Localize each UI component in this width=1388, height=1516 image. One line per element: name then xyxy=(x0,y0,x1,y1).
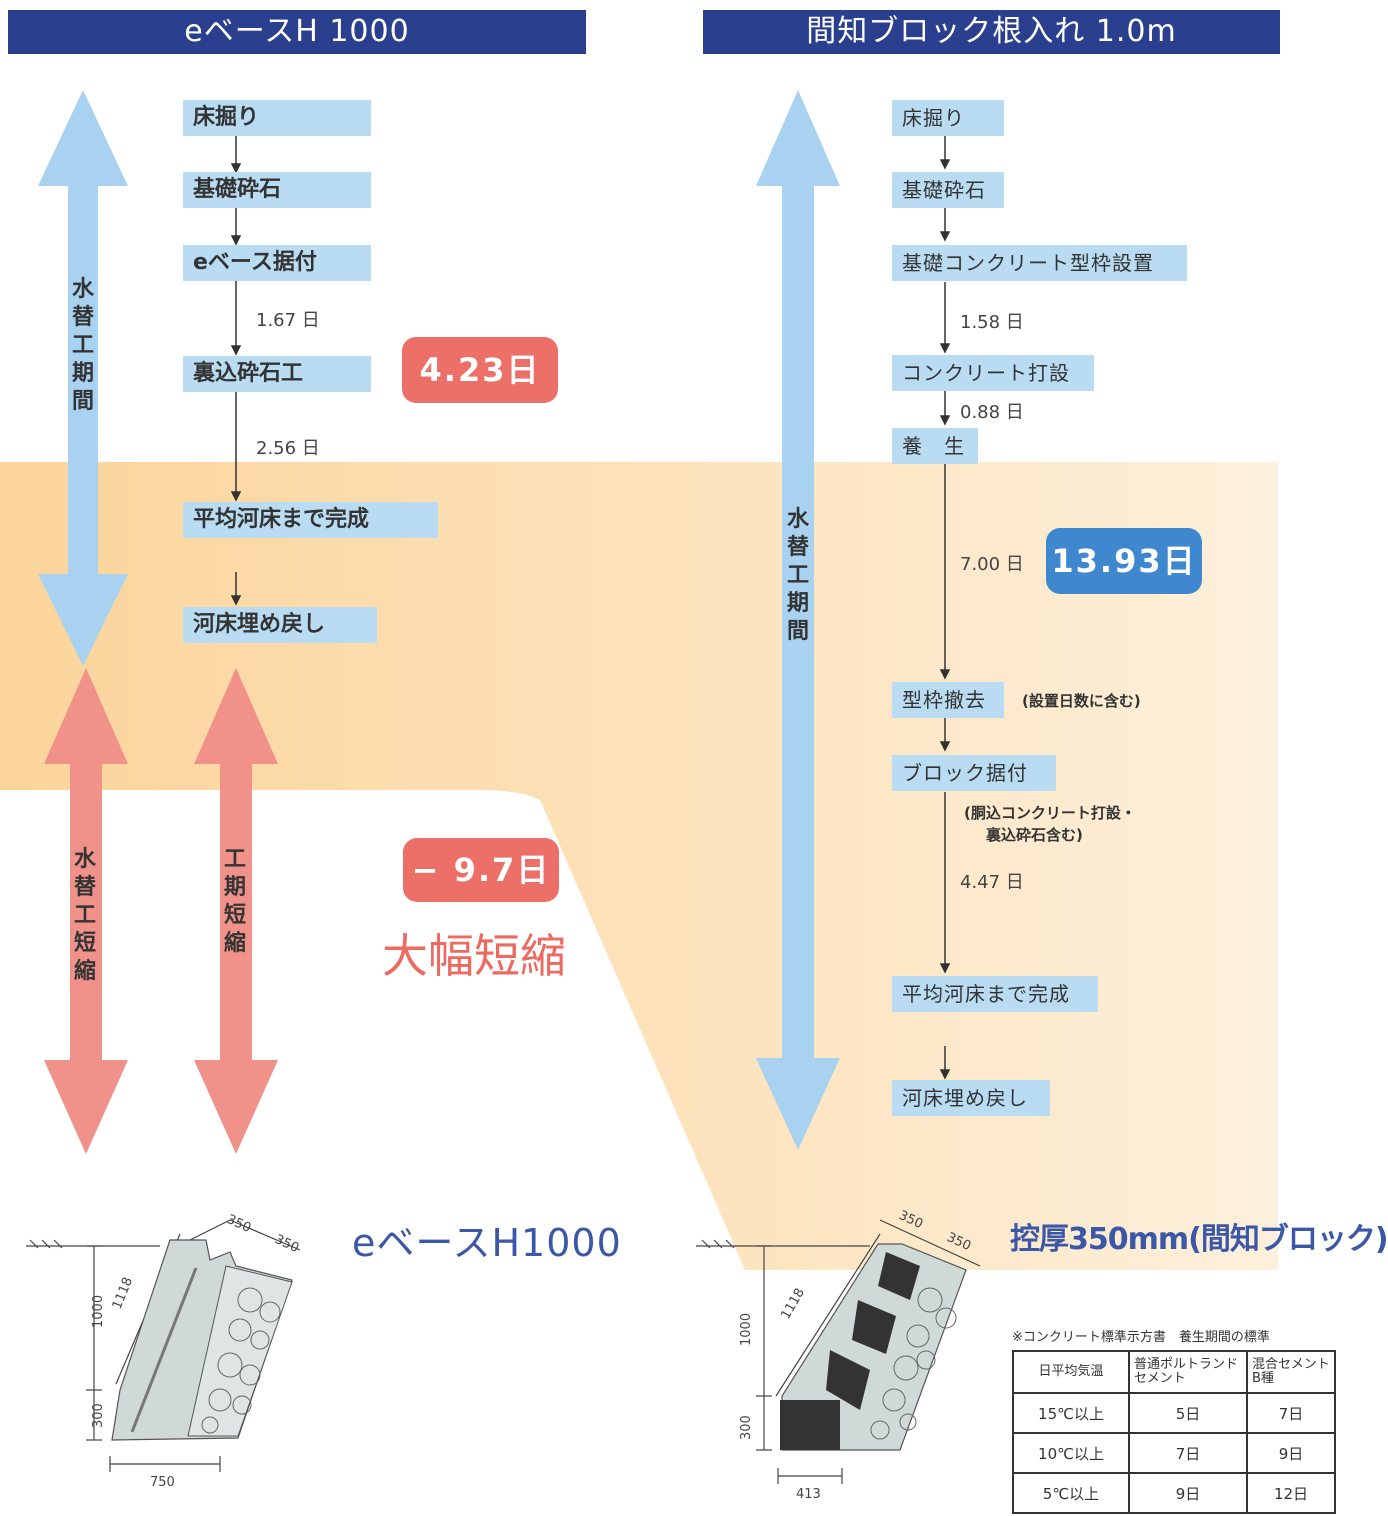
right-step-8: 平均河床まで完成 xyxy=(892,976,1098,1012)
right-product-label: 控厚350mm(間知ブロック) xyxy=(1010,1222,1388,1257)
table-row: 5℃以上 9日 12日 xyxy=(1012,1472,1336,1514)
left-period-arrow xyxy=(38,90,128,666)
table-cell: 9日 xyxy=(1246,1432,1336,1474)
left-banner: eベースH 1000 xyxy=(8,10,586,54)
left-dim-350b: 350 xyxy=(272,1232,301,1256)
left-schedule-shorten-label: 工期短縮 xyxy=(223,847,246,956)
left-schedule-shorten-arrow xyxy=(194,668,278,1154)
table-cell: 10℃以上 xyxy=(1012,1432,1130,1474)
left-step-3: eベース据付 xyxy=(183,245,371,281)
right-step-9: 河床埋め戻し xyxy=(892,1080,1050,1116)
left-section-drawing: 1000 300 750 1118 350 350 xyxy=(26,1212,301,1490)
table-cell: 5℃以上 xyxy=(1012,1472,1130,1514)
reduction-text: 大幅短縮 xyxy=(382,929,566,983)
right-duration-4: 4.47 日 xyxy=(960,872,1024,893)
left-period-label: 水替工期間 xyxy=(71,277,94,414)
table-header-cell: 日平均気温 xyxy=(1012,1350,1130,1394)
table-header-cell: 混合セメント B種 xyxy=(1246,1350,1336,1394)
table-cell: 7日 xyxy=(1246,1392,1336,1434)
left-step-2: 基礎砕石 xyxy=(183,172,371,208)
left-flow-connectors xyxy=(230,136,242,606)
right-form-note: (設置日数に含む) xyxy=(1022,692,1141,710)
table-cell: 5日 xyxy=(1128,1392,1248,1434)
left-dim-350a: 350 xyxy=(224,1212,253,1236)
left-duration-2: 2.56 日 xyxy=(256,438,320,459)
right-step-6: 型枠撤去 xyxy=(892,682,1004,718)
table-row: 15℃以上 5日 7日 xyxy=(1012,1392,1336,1434)
right-block-note-1: (胴込コンクリート打設・ xyxy=(964,804,1136,822)
right-step-4: コンクリート打設 xyxy=(892,355,1094,391)
right-section-drawing: 1000 300 413 1118 350 350 xyxy=(696,1208,981,1502)
curing-table: 日平均気温 普通ポルトランド セメント 混合セメント B種 15℃以上 5日 7… xyxy=(1012,1350,1336,1514)
right-step-2: 基礎砕石 xyxy=(892,172,1004,208)
right-banner: 間知ブロック根入れ 1.0m xyxy=(703,10,1280,54)
right-step-5: 養 生 xyxy=(892,428,978,464)
table-cell: 9日 xyxy=(1128,1472,1248,1514)
right-period-arrow xyxy=(756,90,840,1150)
right-dim-350a: 350 xyxy=(896,1208,925,1232)
table-row: 10℃以上 7日 9日 xyxy=(1012,1432,1336,1474)
table-header-cell: 普通ポルトランド セメント xyxy=(1128,1350,1248,1394)
right-duration-2: 0.88 日 xyxy=(960,402,1024,423)
right-step-7: ブロック据付 xyxy=(892,755,1056,791)
left-dim-1118: 1118 xyxy=(110,1275,136,1311)
left-total-badge: 4.23日 xyxy=(402,337,558,403)
left-water-shorten-arrow xyxy=(44,668,128,1154)
right-dim-300: 300 xyxy=(739,1415,754,1440)
left-product-label: eベースH1000 xyxy=(352,1221,622,1265)
right-duration-3: 7.00 日 xyxy=(960,554,1024,575)
table-cell: 15℃以上 xyxy=(1012,1392,1130,1434)
reduction-badge: − 9.7日 xyxy=(403,838,559,902)
table-cell: 7日 xyxy=(1128,1432,1248,1474)
curing-table-title: ※コンクリート標準示方書 養生期間の標準 xyxy=(1012,1330,1270,1345)
right-block-note-2: 裏込砕石含む) xyxy=(986,826,1083,844)
right-step-1: 床掘り xyxy=(892,100,1004,136)
background-band xyxy=(0,462,1278,1270)
right-total-badge: 13.93日 xyxy=(1046,528,1202,594)
table-header-row: 日平均気温 普通ポルトランド セメント 混合セメント B種 xyxy=(1012,1350,1336,1394)
left-dim-300: 300 xyxy=(91,1403,106,1428)
right-flow-connectors xyxy=(939,134,951,1080)
right-period-label: 水替工期間 xyxy=(786,507,809,644)
right-dim-1000: 1000 xyxy=(739,1313,754,1346)
left-water-shorten-label: 水替工短縮 xyxy=(73,847,96,984)
left-step-1: 床掘り xyxy=(183,100,371,136)
right-step-3: 基礎コンクリート型枠設置 xyxy=(892,245,1187,281)
table-cell: 12日 xyxy=(1246,1472,1336,1514)
right-dim-1118: 1118 xyxy=(778,1286,808,1322)
right-duration-1: 1.58 日 xyxy=(960,312,1024,333)
left-duration-1: 1.67 日 xyxy=(256,310,320,331)
right-dim-413: 413 xyxy=(796,1487,821,1502)
right-dim-350b: 350 xyxy=(944,1230,973,1254)
left-dim-750: 750 xyxy=(150,1475,175,1490)
left-step-6: 河床埋め戻し xyxy=(183,607,377,643)
left-dim-1000: 1000 xyxy=(91,1295,106,1328)
left-step-5: 平均河床まで完成 xyxy=(183,502,438,538)
left-step-4: 裏込砕石工 xyxy=(183,356,371,392)
